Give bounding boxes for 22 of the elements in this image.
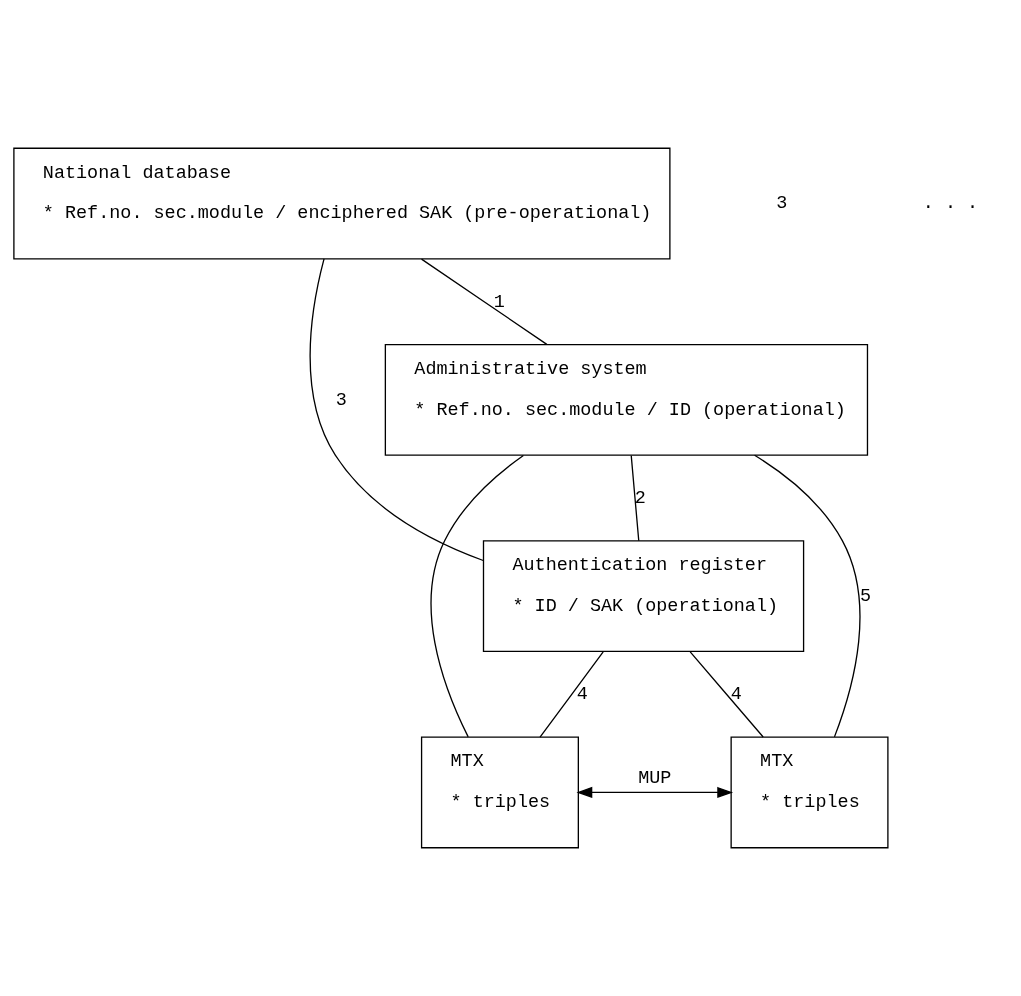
edge-label: 1 [493, 291, 505, 313]
connector [689, 651, 764, 738]
label: . . . [922, 193, 979, 215]
connector [430, 454, 525, 738]
node-box: National database * Ref.no. sec.module / enciphered SAK (pre-operational) [13, 147, 671, 260]
node-box: MTX * triples [730, 736, 889, 849]
arrow [576, 786, 734, 798]
node-box: Administrative system * Ref.no. sec.module / ID (operational) [384, 343, 869, 456]
connector [420, 258, 548, 346]
connector [753, 454, 861, 738]
connector [630, 454, 640, 542]
label: 3 [776, 193, 788, 215]
node-box: MTX * triples [420, 736, 579, 849]
edge-label: 2 [634, 487, 646, 509]
edge-label: 4 [576, 684, 588, 706]
edge-label: MUP [638, 768, 672, 790]
node-box: Authentication register * ID / SAK (operational) [482, 540, 805, 653]
edge-label: 5 [859, 586, 872, 608]
edge-label: 3 [335, 389, 347, 411]
connector [539, 651, 604, 738]
edge-label: 4 [730, 684, 742, 706]
connector [309, 258, 484, 562]
